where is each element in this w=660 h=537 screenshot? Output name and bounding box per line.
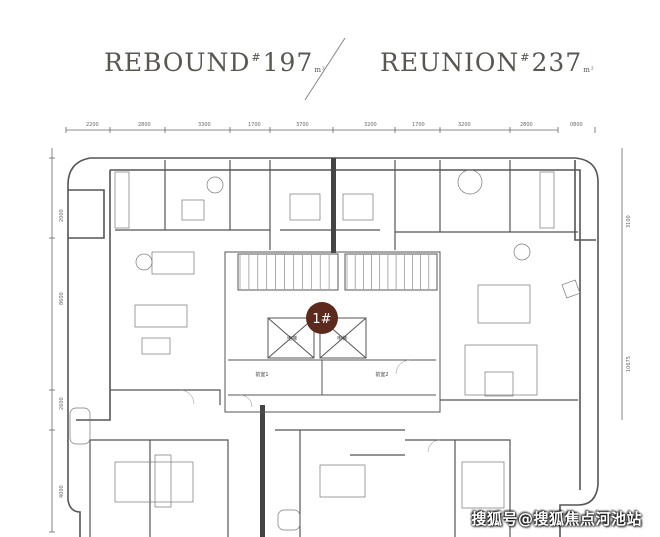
rebound-unit: m² [314,66,326,74]
stair-left [237,253,339,291]
dim-top-2: 2800 [138,122,151,128]
armchair-right [561,279,581,299]
sofa-right [464,344,538,396]
elevator-left-shaft [267,317,315,359]
bottom-left-rooms [89,439,229,537]
dim-right-2: 10675 [626,356,632,372]
reunion-unit: m² [583,66,595,74]
dining-chair [135,253,153,271]
door-arc [427,439,441,453]
door-arc [239,394,253,408]
left-living-bottom [110,389,221,405]
coffee-table-left [141,337,171,355]
dim-top-1: 2200 [86,122,99,128]
rebound-title: REBOUND#197m² [104,48,326,77]
bottom-mid-rooms [275,429,405,537]
armchair-left [206,176,224,194]
reunion-name: REUNION [380,48,520,77]
reunion-area: 237 [531,48,583,77]
dim-top-9: 2800 [520,122,533,128]
watermark-text: 搜狐号@搜狐焦点河池站 [471,510,642,528]
right-room-top-wall [394,160,578,250]
dim-right-1: 3100 [626,215,632,228]
rebound-area: 197 [262,48,314,77]
elevator-right-label: 电梯 [337,335,347,342]
bed-bottom-left [114,461,194,503]
dim-top-4: 1700 [248,122,261,128]
dim-left-3: 2600 [59,397,65,410]
dim-top-8: 3200 [458,122,471,128]
dim-top-7: 1700 [412,122,425,128]
dim-top-5: 3700 [296,122,309,128]
bed-bottom-left-2 [154,454,172,508]
dim-left-4: 4000 [59,485,65,498]
balcony-left [68,189,105,239]
reunion-title: REUNION#237m² [380,48,595,77]
core-badge-label: 1# [312,312,331,327]
elevator-left-cross [267,317,315,359]
hall-right-label: 前室2 [375,371,388,378]
door-arc [395,359,411,375]
dim-left-1: 2000 [59,209,65,222]
bed-left-top [181,199,205,221]
outer-wall [67,157,599,537]
dining-table-right [477,284,531,324]
core-outline [224,251,441,413]
bed-bottom-right [461,461,505,509]
sofa-left [134,304,188,328]
reunion-hash: # [520,51,531,64]
stair-right [344,253,438,291]
door-arc [179,389,195,405]
dining-table-left [151,251,195,275]
dining-chair-right [513,243,531,261]
bed-bottom-mid [319,464,366,498]
bed-top-mid-left [289,193,321,221]
hall-left-label: 前室1 [255,371,268,378]
column-bottom-mid [260,405,265,537]
column-top-mid [331,158,336,253]
balcony-right [574,160,596,241]
inner-wall-line [76,169,581,490]
dim-top-3: 3300 [198,122,211,128]
bathtub-left [69,407,91,445]
dim-top-6: 3200 [364,122,377,128]
dim-top-10: 0800 [570,122,583,128]
dim-left-2: 8600 [59,292,65,305]
elevator-left-label: 电梯 [287,335,297,342]
bathtub-bottom-mid [277,509,301,531]
core-inner-walls [228,359,436,396]
round-table-right [457,169,483,195]
rebound-name: REBOUND [104,48,251,77]
coffee-table-right [484,371,514,397]
title-divider-slash [304,37,346,101]
left-room-top-wall [115,160,271,250]
rebound-hash: # [251,51,262,64]
kitchen-counter-left [114,171,130,229]
kitchen-counter-right [539,171,555,229]
bed-top-mid-right [342,193,374,221]
core-badge-circle [306,302,338,334]
elevator-right-shaft [319,317,367,359]
